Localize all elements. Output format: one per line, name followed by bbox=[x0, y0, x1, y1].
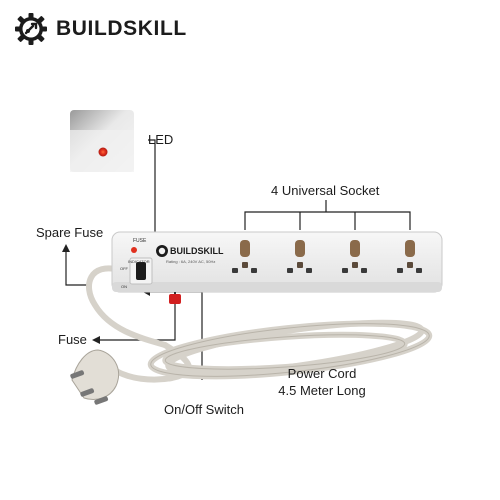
extension-strip bbox=[111, 231, 443, 293]
plug bbox=[70, 349, 121, 405]
callout-lines bbox=[65, 139, 411, 380]
led-light bbox=[98, 147, 108, 157]
label-power-cord-line1: Power Cord bbox=[287, 366, 357, 381]
strip-off-text: OFF bbox=[120, 266, 128, 271]
brand-logo bbox=[14, 12, 48, 46]
socket-2 bbox=[287, 240, 312, 273]
socket-4 bbox=[397, 240, 422, 273]
fuse-holder bbox=[131, 247, 137, 253]
label-led: LED bbox=[148, 132, 174, 147]
label-switch: On/Off Switch bbox=[164, 402, 244, 417]
strip-indicator-text: INDICATOR bbox=[128, 259, 150, 264]
strip-on-text: ON bbox=[121, 284, 127, 289]
socket-3 bbox=[342, 240, 367, 273]
label-spare-fuse: Spare Fuse bbox=[36, 225, 104, 240]
power-cord-shading bbox=[150, 323, 430, 377]
gear-tool-icon bbox=[15, 13, 47, 45]
label-sockets: 4 Universal Socket bbox=[271, 183, 380, 198]
led-zoom-inset bbox=[70, 110, 134, 172]
strip-brand: BUILDSKILL bbox=[170, 246, 224, 256]
universal-sockets bbox=[232, 240, 422, 273]
label-power-cord: Power Cord 4.5 Meter Long bbox=[262, 366, 382, 398]
on-off-switch bbox=[136, 262, 146, 280]
label-fuse: Fuse bbox=[58, 332, 87, 347]
brand-name: BUILDSKILL bbox=[56, 17, 187, 40]
socket-1 bbox=[232, 240, 257, 273]
fuse-part bbox=[169, 292, 181, 304]
label-power-cord-line2: 4.5 Meter Long bbox=[278, 383, 366, 398]
strip-fuse-text: FUSE bbox=[133, 238, 147, 244]
strip-rating: Rating : 6A, 240V AC, 50Hz bbox=[166, 259, 216, 264]
